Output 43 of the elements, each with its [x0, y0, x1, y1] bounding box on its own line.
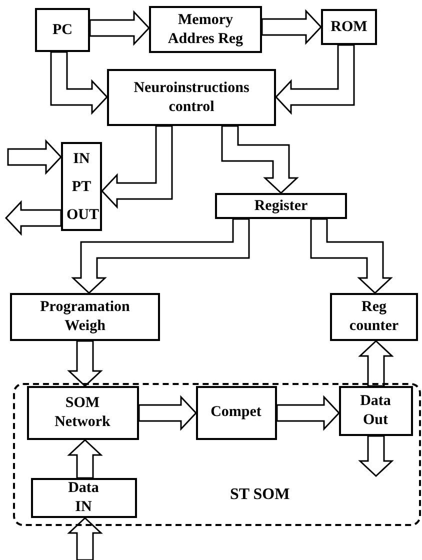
process-box: [35, 8, 90, 52]
process-box: [330, 293, 418, 341]
block-arrow: [276, 395, 340, 431]
block-arrow: [274, 44, 355, 115]
block-arrow: [67, 438, 103, 479]
box-label: SOM Network: [54, 394, 112, 432]
block-arrow: [261, 9, 322, 45]
box-label: Data Out: [359, 392, 392, 430]
box-label: Data IN: [67, 478, 100, 516]
process-box: [26, 386, 138, 440]
box-label: Neuroinstructions control: [132, 78, 250, 116]
block-arrow: [7, 139, 62, 175]
process-box: [30, 478, 136, 518]
process-box: [338, 386, 412, 436]
box-label: Reg counter: [348, 298, 400, 336]
block-arrow: [50, 51, 108, 115]
box-label: Compet: [210, 403, 262, 422]
process-box: [149, 6, 262, 53]
box-label: Register: [254, 196, 308, 216]
box-label: ROM: [330, 18, 368, 36]
box-label: IN PT OUT: [66, 150, 96, 224]
block-arrow: [71, 218, 250, 294]
block-arrow: [138, 395, 198, 431]
block-arrow: [100, 125, 173, 209]
block-arrow: [310, 218, 393, 294]
process-box: [61, 142, 102, 231]
process-box: [10, 293, 160, 341]
box-label: Memory Addres Reg: [166, 10, 244, 48]
box-label: PC: [52, 20, 72, 40]
block-arrow: [4, 200, 62, 236]
block-arrow: [67, 516, 103, 560]
box-label: Programation Weigh: [39, 298, 131, 336]
process-box: [107, 69, 276, 126]
process-box: [196, 386, 276, 440]
group-frame: [13, 383, 421, 526]
group-label: ST SOM: [230, 485, 290, 505]
block-arrow: [358, 435, 394, 478]
process-box: [215, 193, 347, 219]
block-arrow: [221, 125, 299, 194]
block-arrow: [89, 10, 150, 46]
block-arrow: [67, 340, 103, 388]
block-arrow: [358, 340, 394, 387]
process-box: [321, 9, 377, 45]
